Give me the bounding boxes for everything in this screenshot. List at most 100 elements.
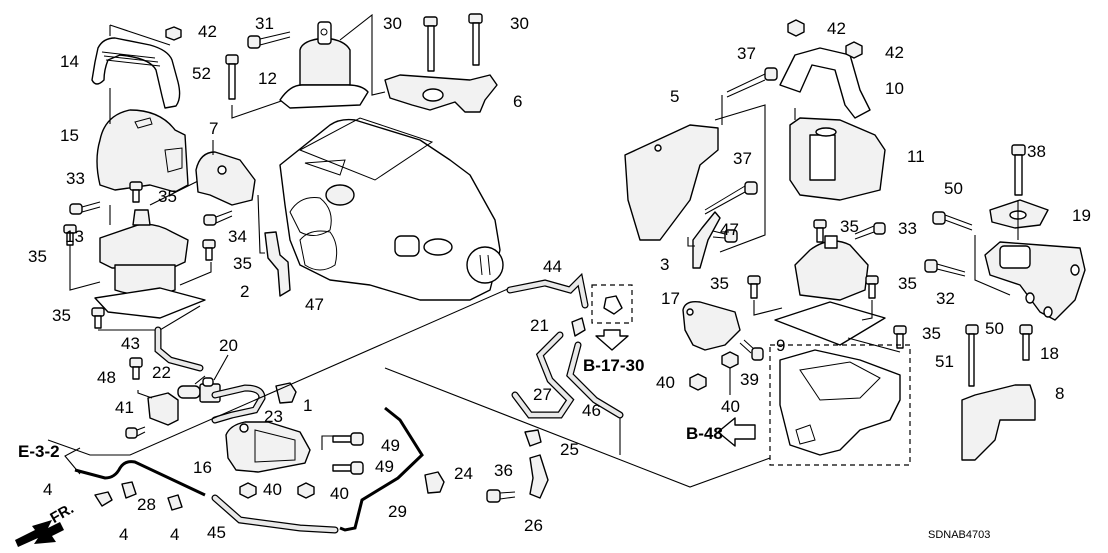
part-51-bolt[interactable] — [965, 324, 979, 387]
part-43-hose[interactable] — [154, 326, 204, 372]
callout-25: 25 — [560, 440, 579, 459]
part-33-bolt[interactable] — [69, 201, 101, 215]
part-8-bracket[interactable] — [961, 384, 1036, 461]
part-15-mount-cover[interactable] — [96, 109, 189, 193]
part-35-bolt-d[interactable] — [91, 307, 105, 329]
part-33-bolt-b[interactable] — [854, 222, 886, 240]
part-2-bracket[interactable] — [264, 231, 291, 297]
part-35-bolt-a[interactable] — [129, 181, 143, 203]
callout-35-c: 35 — [233, 254, 252, 273]
part-35-bolt-b[interactable] — [63, 224, 77, 246]
part-28-pipe[interactable] — [74, 460, 206, 497]
callout-40-d: 40 — [721, 397, 740, 416]
callout-35-h: 35 — [922, 324, 941, 343]
part-3-bracket[interactable] — [692, 211, 721, 269]
part-40-nut-c[interactable] — [689, 373, 707, 391]
callout-35-a: 35 — [158, 187, 177, 206]
part-32-bolt[interactable] — [924, 259, 966, 277]
part-42-nut[interactable] — [165, 26, 182, 41]
callout-14: 14 — [60, 52, 79, 71]
part-23-hose[interactable] — [211, 384, 266, 424]
ref-e-3-2[interactable]: E-3-2 — [18, 442, 60, 461]
part-21-joint[interactable] — [571, 317, 586, 337]
part-24-clip[interactable] — [424, 471, 445, 494]
ref-b-17-30[interactable]: B-17-30 — [583, 356, 645, 375]
callout-42-b: 42 — [827, 19, 846, 38]
part-26-bracket[interactable] — [529, 454, 549, 499]
part-39-bolt[interactable] — [739, 339, 764, 361]
part-37-bolt-b[interactable] — [704, 181, 758, 215]
part-7-bracket[interactable] — [195, 151, 256, 206]
part-14-upper-bracket[interactable] — [91, 37, 181, 109]
part-13-engine-mount[interactable] — [94, 209, 206, 319]
part-27-hose[interactable] — [511, 331, 575, 419]
callout-10: 10 — [885, 79, 904, 98]
part-34-bolt[interactable] — [203, 210, 233, 226]
part-19-stopper[interactable] — [989, 199, 1049, 229]
part-40-nut-b[interactable] — [297, 482, 315, 499]
part-17-bracket[interactable] — [682, 300, 741, 351]
part-29-pipe[interactable] — [339, 406, 424, 532]
mount-bracket-subframe[interactable] — [779, 349, 901, 456]
part-18-mount-bracket[interactable] — [984, 241, 1086, 321]
part-1-clip[interactable] — [275, 382, 297, 404]
part-35-bolt-g[interactable] — [865, 275, 879, 299]
part-12-engine-mount[interactable] — [279, 21, 369, 109]
part-47-bolt-b[interactable] — [712, 229, 738, 243]
part-16-mount[interactable] — [225, 421, 311, 473]
diagram-code: SDNAB4703 — [928, 529, 991, 541]
part-37-bolt-a[interactable] — [726, 67, 778, 98]
part-49-bolt-b[interactable] — [332, 461, 364, 475]
part-49-bolt-a[interactable] — [332, 432, 364, 446]
part-50-bolt-b[interactable] — [1019, 324, 1033, 361]
callout-35-e: 35 — [840, 217, 859, 236]
callout-3: 3 — [660, 255, 670, 274]
part-35-bolt-f[interactable] — [747, 275, 761, 299]
callout-7: 7 — [209, 119, 219, 138]
part-40-nut-a[interactable] — [239, 482, 257, 499]
callout-30-a: 30 — [383, 14, 402, 33]
part-25-clip[interactable] — [524, 429, 542, 447]
part-30-bolt-a[interactable] — [423, 16, 438, 72]
part-36-bolt[interactable] — [486, 489, 516, 503]
part-4-clip-b[interactable] — [121, 481, 137, 499]
part-5-bracket[interactable] — [624, 124, 719, 241]
part-11-cover[interactable] — [789, 117, 886, 201]
part-50-bolt-a[interactable] — [932, 211, 973, 231]
callout-43: 43 — [121, 334, 140, 353]
part-4-clip-a[interactable] — [94, 491, 113, 507]
part-6-bracket[interactable] — [384, 74, 498, 113]
ref-b-48[interactable]: B-48 — [686, 424, 723, 443]
callout-49-b: 49 — [375, 457, 394, 476]
callout-32: 32 — [936, 289, 955, 308]
part-22-bracket[interactable] — [147, 392, 179, 426]
ref-box-b-48 — [769, 344, 911, 466]
part-31-bolt[interactable] — [247, 31, 291, 49]
part-45-hose[interactable] — [211, 494, 339, 534]
callout-22: 22 — [152, 363, 171, 382]
part-35-bolt-e[interactable] — [813, 219, 827, 243]
callout-50-a: 50 — [944, 179, 963, 198]
part-35-bolt-h[interactable] — [893, 325, 907, 349]
part-42-nut-b[interactable] — [787, 19, 805, 37]
part-44-hose[interactable] — [506, 272, 589, 309]
part-9-engine-mount[interactable] — [774, 235, 886, 346]
part-30-bolt-b[interactable] — [468, 13, 483, 66]
part-48-bolt[interactable] — [129, 357, 143, 380]
part-35-bolt-c[interactable] — [202, 239, 216, 261]
engine-assembly[interactable] — [279, 117, 504, 301]
part-42-nut-c[interactable] — [845, 41, 863, 59]
callout-5: 5 — [670, 87, 680, 106]
part-52-bolt[interactable] — [225, 54, 239, 100]
callout-40-a: 40 — [263, 480, 282, 499]
callout-37-a: 37 — [737, 44, 756, 63]
part-4-clip-c[interactable] — [167, 494, 183, 511]
part-41-bolt[interactable] — [125, 426, 146, 439]
part-40-nut-d[interactable] — [721, 351, 739, 369]
part-38-bolt[interactable] — [1011, 144, 1026, 196]
part-46-hose[interactable] — [566, 341, 624, 419]
part-20-solenoid-valve[interactable] — [177, 377, 221, 403]
part-10-bracket[interactable] — [779, 47, 871, 119]
